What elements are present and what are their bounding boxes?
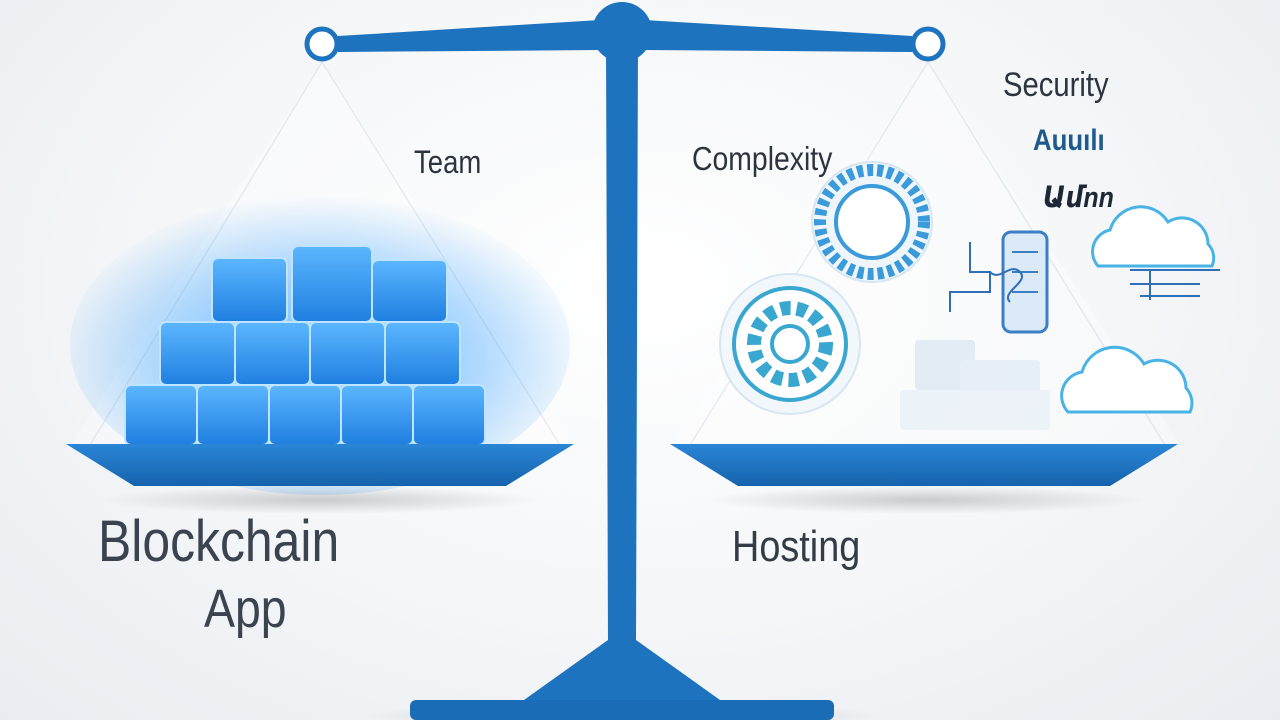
app-label: App — [204, 579, 287, 639]
audit-label: Auuılı — [1033, 124, 1105, 157]
circuit-icon — [949, 242, 1220, 312]
scale-beam — [304, 2, 946, 62]
team-label: Team — [414, 144, 482, 180]
blockchain-label: Blockchain — [98, 509, 340, 574]
server-icon — [1001, 230, 1049, 334]
mnn-label: Ամnn — [1043, 182, 1114, 214]
scale-stand — [362, 40, 882, 720]
security-label: Security — [1003, 66, 1109, 104]
blockchain-cubes-icon — [70, 195, 570, 495]
cloud-icon — [1060, 345, 1194, 414]
left-pan — [66, 444, 574, 514]
gear-icon — [719, 273, 861, 415]
cloud-icon — [1091, 205, 1216, 268]
machinery-icon — [900, 340, 1050, 430]
complexity-label: Complexity — [692, 140, 833, 177]
hosting-label: Hosting — [732, 522, 861, 571]
gear-icon — [811, 161, 933, 283]
right-pan — [670, 444, 1178, 514]
